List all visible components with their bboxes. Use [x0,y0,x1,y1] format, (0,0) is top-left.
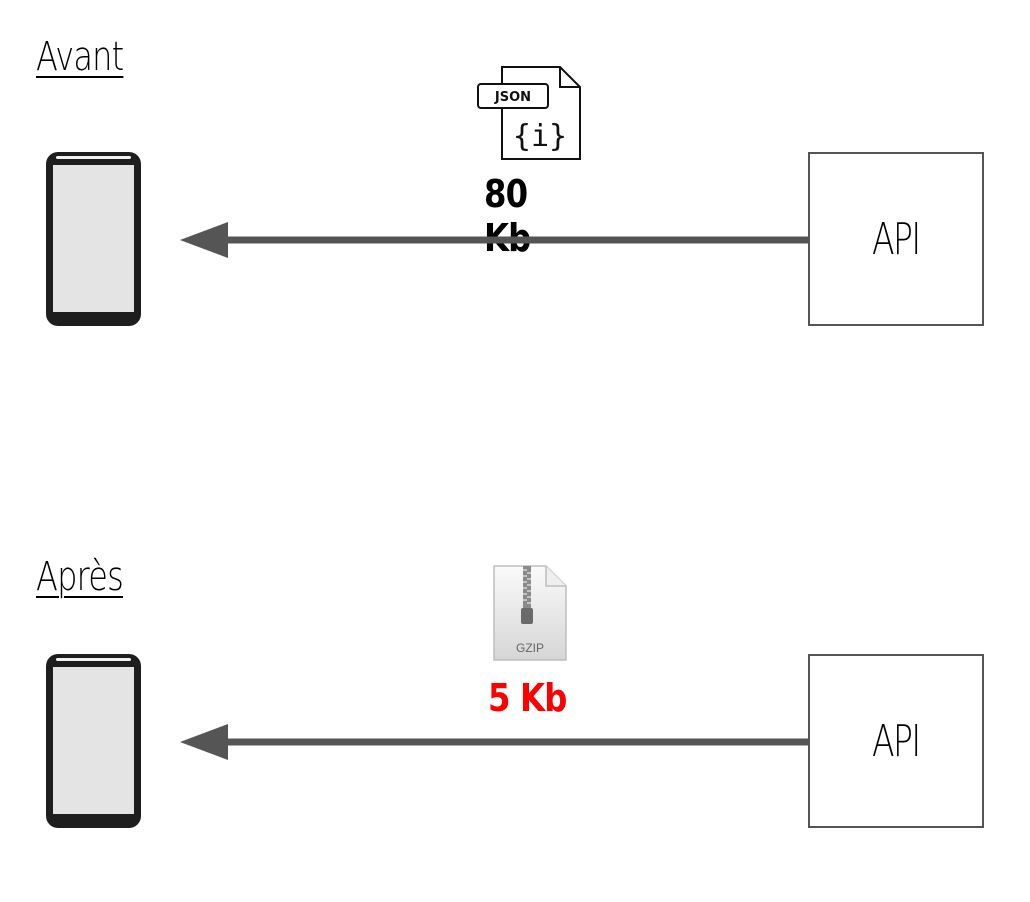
before-section: Avant JSON {i} 80 Kb API [0,0,1030,360]
after-section: Après GZIP [0,502,1030,862]
gzip-file-label: GZIP [516,641,544,655]
section-title-before: Avant [36,34,124,80]
api-server-box-after: API [808,654,984,828]
payload-size-after: 5 Kb [488,676,567,720]
gzip-archive-icon: GZIP [493,565,567,661]
response-arrow-after [180,724,812,760]
api-server-box-before: API [808,152,984,326]
response-arrow-before [180,222,812,258]
json-file-icon: JSON {i} [477,66,581,160]
smartphone-icon [46,654,141,828]
api-label-before: API [872,213,921,265]
api-label-after: API [872,715,921,767]
json-file-glyph: {i} [513,119,567,154]
section-title-after: Après [36,554,124,600]
json-file-label: JSON [494,90,531,105]
smartphone-icon [46,152,141,326]
